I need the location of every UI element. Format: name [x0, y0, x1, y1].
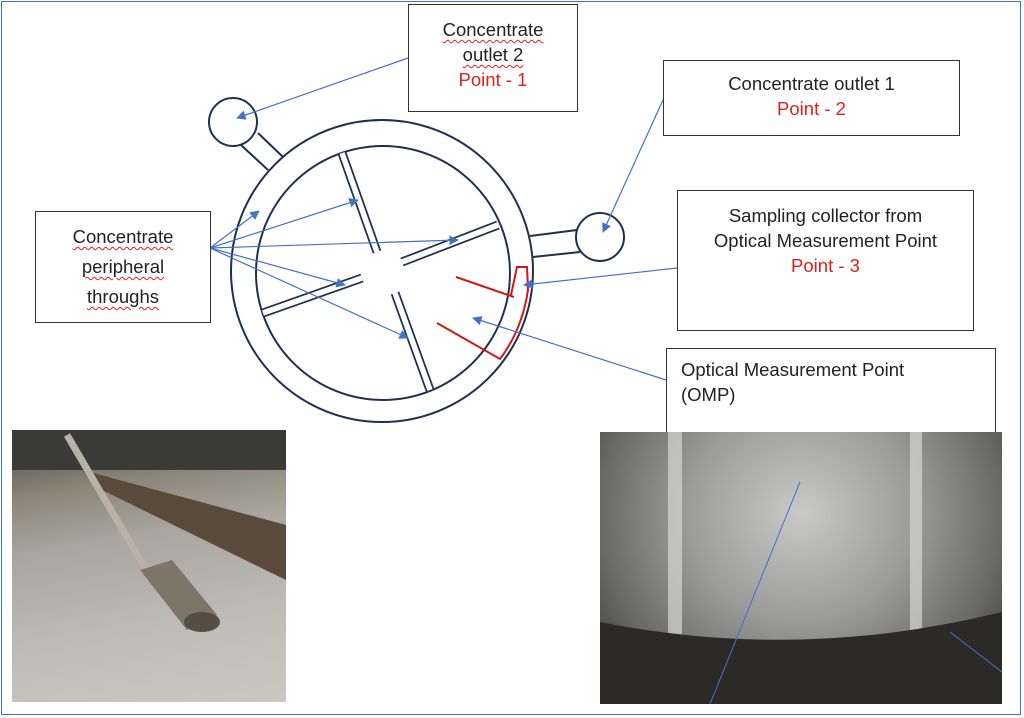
point-label: Point - 2 — [777, 98, 846, 119]
label-peripheral-throughs: Concentrate peripheral throughs — [35, 211, 211, 323]
label-text: Concentrate — [442, 19, 544, 40]
label-text: throughs — [87, 286, 159, 307]
outlet-1-circle — [575, 212, 625, 262]
label-concentrate-outlet-1: Concentrate outlet 1 Point - 2 — [663, 60, 960, 136]
optical-measurement-point-photo — [600, 432, 1002, 704]
pointer-arrows — [209, 57, 678, 381]
label-text: Concentrate outlet 1 — [728, 73, 895, 94]
label-text: outlet 2 — [462, 44, 524, 65]
sampling-collector-photo — [12, 430, 286, 702]
outlet-2-circle — [208, 97, 258, 147]
label-text: peripheral — [81, 256, 165, 277]
point-label: Point - 3 — [791, 255, 860, 276]
inner-cell-ring — [255, 145, 511, 401]
label-text: Optical Measurement Point — [681, 359, 905, 380]
omp-red-marker — [436, 266, 530, 361]
label-sampling-collector: Sampling collector from Optical Measurem… — [677, 190, 974, 331]
label-optical-measurement-point: Optical Measurement Point (OMP) — [666, 348, 996, 448]
label-concentrate-outlet-2: Concentrate outlet 2 Point - 1 — [408, 4, 578, 112]
outer-cell-ring — [230, 119, 534, 423]
label-text: Optical Measurement Point — [713, 230, 938, 251]
label-text: (OMP) — [681, 384, 736, 405]
label-text: Concentrate — [72, 226, 174, 247]
label-text: Sampling collector from — [728, 205, 923, 226]
baffles — [261, 151, 500, 392]
point-label: Point - 1 — [458, 69, 528, 90]
